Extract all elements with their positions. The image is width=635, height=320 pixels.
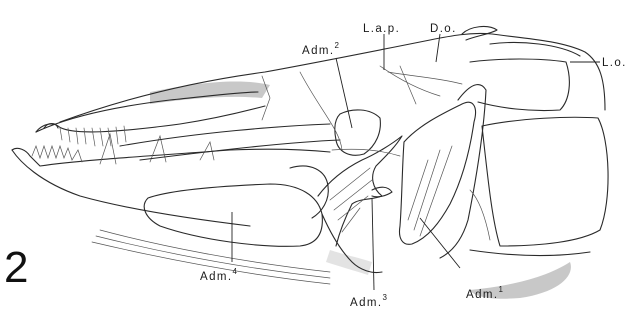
skull-drawing [12, 27, 608, 299]
adm3-muscle [318, 136, 402, 246]
figure-number: 2 [4, 243, 28, 292]
dentary-upper-edge [12, 148, 330, 166]
adm1-leader [420, 218, 460, 268]
adm3-striations [330, 168, 372, 232]
label-adm2-base: Adm. [302, 45, 334, 57]
label-adm1: Adm.1 [466, 285, 503, 301]
adm2-leader [336, 58, 352, 128]
label-adm2: Adm.2 [302, 41, 339, 57]
label-adm2-sup: 2 [334, 41, 339, 50]
adm1-striations [408, 146, 452, 236]
label-do: D.o. [430, 23, 457, 35]
label-adm4-base: Adm. [200, 271, 232, 283]
label-adm1-base: Adm. [466, 289, 498, 301]
label-adm3-base: Adm. [350, 297, 382, 309]
premaxilla-upper [36, 92, 258, 132]
upper-teeth [60, 126, 126, 146]
label-adm3-sup: 3 [382, 293, 387, 302]
adm3-leader [372, 198, 374, 290]
leader-lines [232, 34, 600, 290]
lower-teeth [32, 146, 82, 162]
adm1-muscle [400, 102, 476, 244]
label-adm4-sup: 4 [232, 267, 237, 276]
label-adm1-sup: 1 [498, 285, 503, 294]
label-lap: L.a.p. [363, 23, 400, 35]
figure-labels: L.a.p. D.o. L.o. Adm.2 Adm.1 Adm.3 Adm.4 [200, 23, 627, 309]
quadrate [290, 166, 328, 218]
label-adm4: Adm.4 [200, 267, 237, 283]
subopercle [470, 250, 590, 256]
light-shading [326, 250, 372, 275]
dorsal-ridge [490, 43, 580, 57]
inner-structure-lines [262, 66, 440, 156]
label-adm3: Adm.3 [350, 293, 387, 309]
dentary-lower-edge [12, 150, 250, 226]
label-lo: L.o. [602, 57, 627, 69]
opercle [482, 117, 608, 246]
